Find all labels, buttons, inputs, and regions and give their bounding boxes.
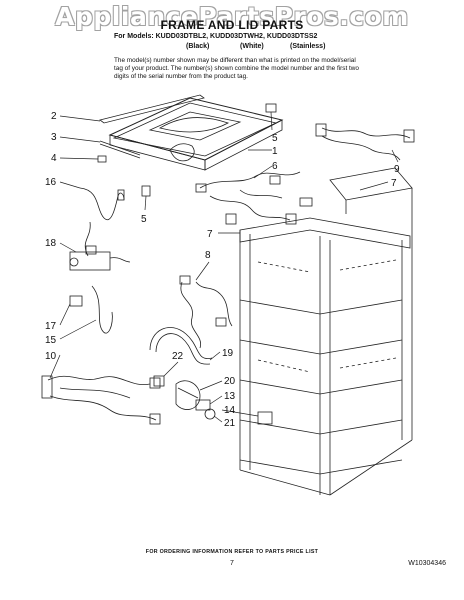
part-3-bracket [99, 140, 141, 159]
callout-label: 18 [45, 238, 57, 249]
callout-label: 17 [45, 321, 57, 332]
variant-stainless: (Stainless) [290, 43, 326, 50]
part-4-clip [97, 155, 107, 163]
callout-label: 13 [224, 391, 236, 402]
callout-label: 22 [172, 351, 184, 362]
callout-label: 8 [205, 250, 211, 261]
part-5-clip-side [141, 185, 151, 197]
callout-label: 3 [51, 132, 57, 143]
part-18-valve [69, 245, 131, 271]
callout-label: 6 [272, 161, 278, 172]
callout-label: 1 [272, 146, 278, 157]
callout-label: 5 [141, 214, 147, 225]
callout-label: 15 [45, 335, 57, 346]
watermark-logo-text: AppliancePartsPros.com [55, 2, 409, 31]
models-line: For Models: KUDD03DTBL2, KUDD03DTWH2, KU… [114, 33, 318, 40]
part-13-sensor [195, 399, 211, 411]
part-2-strip [99, 94, 205, 124]
callout-label: 21 [224, 418, 236, 429]
document-id: W10304346 [408, 560, 446, 567]
ordering-info: FOR ORDERING INFORMATION REFER TO PARTS … [145, 549, 319, 555]
callout-label: 7 [391, 178, 397, 189]
callout-label: 14 [224, 405, 236, 416]
lid-assembly [108, 97, 284, 171]
part-6-harness [195, 171, 313, 225]
part-22-clamp [153, 375, 165, 387]
callout-label: 19 [222, 348, 234, 359]
page-number: 7 [230, 560, 234, 567]
part-8-harness [179, 275, 233, 349]
part-14-cover [257, 411, 273, 425]
callout-labels: 2 3 4 16 5 5 1 6 9 7 7 18 8 17 15 10 22 … [45, 111, 400, 429]
variant-black: (Black) [186, 43, 210, 50]
part-19-hose [149, 327, 213, 365]
leader-lines [49, 111, 399, 423]
page-title: FRAME AND LID PARTS [160, 18, 304, 32]
callout-label: 20 [224, 376, 236, 387]
part-17-bracket [69, 295, 83, 307]
frame-assembly [239, 167, 413, 496]
part-10-harness [41, 375, 161, 425]
model-note: The model(s) number shown may be differe… [114, 57, 359, 80]
callout-label: 9 [394, 164, 400, 175]
callout-label: 2 [51, 111, 57, 122]
callout-label: 5 [272, 133, 278, 144]
part-20-pump [175, 380, 201, 410]
part-15-hose [91, 285, 113, 334]
part-5-clip-top [265, 103, 277, 113]
part-9-harness [315, 123, 415, 161]
part-21-clamp [204, 408, 216, 420]
callout-label: 4 [51, 153, 57, 164]
callout-label: 16 [45, 177, 57, 188]
callout-label: 10 [45, 351, 57, 362]
variant-white: (White) [240, 43, 264, 50]
callout-label: 7 [207, 229, 213, 240]
